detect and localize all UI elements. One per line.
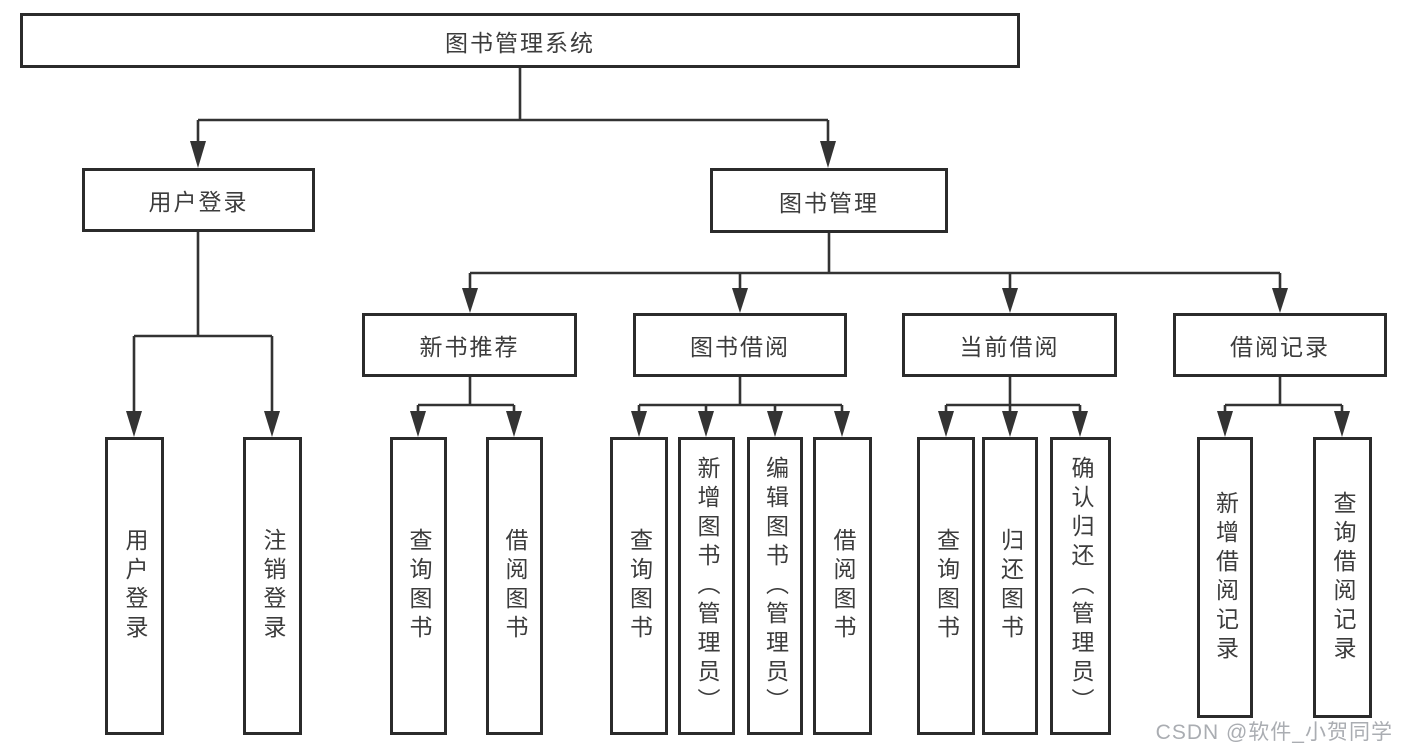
arrowhead <box>410 411 426 437</box>
node-user-login: 用户登录 <box>82 168 315 232</box>
node-label: 查询借阅记录 <box>1330 490 1356 665</box>
node-label: 查询图书 <box>406 528 432 644</box>
arrowhead <box>1334 411 1350 437</box>
node-borrowing-add-books-admin: 新增图书（管理员） <box>678 437 735 735</box>
arrowhead <box>938 411 954 437</box>
node-label: 借阅图书 <box>502 528 528 644</box>
node-label: 图书管理 <box>779 189 879 216</box>
connector-records-split <box>1225 377 1342 407</box>
node-new-book-recommendation: 新书推荐 <box>362 313 577 377</box>
node-label: 新增图书（管理员） <box>694 455 720 717</box>
node-current-query-books: 查询图书 <box>917 437 975 735</box>
node-label: 借阅记录 <box>1230 334 1330 360</box>
node-current-borrowing: 当前借阅 <box>902 313 1117 377</box>
arrowhead <box>1002 288 1018 313</box>
node-borrowing-records: 借阅记录 <box>1173 313 1387 377</box>
node-records-add-record: 新增借阅记录 <box>1197 437 1253 718</box>
node-label: 查询图书 <box>933 528 960 644</box>
csdn-watermark: CSDN @软件_小贺同学 <box>1155 721 1393 744</box>
arrowhead <box>1002 411 1018 437</box>
node-label: 图书借阅 <box>690 334 790 360</box>
node-library-management-system: 图书管理系统 <box>20 13 1020 68</box>
node-current-confirm-return-admin: 确认归还（管理员） <box>1050 437 1111 735</box>
arrowhead <box>834 411 850 437</box>
arrowhead <box>126 411 142 437</box>
node-logout: 注销登录 <box>243 437 302 735</box>
connector-bookmgmt-split <box>470 233 1280 275</box>
node-label: 当前借阅 <box>959 334 1060 360</box>
arrowhead <box>190 141 206 168</box>
connector-current-split <box>946 377 1080 407</box>
node-label: 图书管理系统 <box>445 29 595 56</box>
node-label: 用户登录 <box>148 189 249 215</box>
arrowhead <box>732 288 748 313</box>
node-borrowing-query-books: 查询图书 <box>610 437 668 735</box>
node-label: 新书推荐 <box>419 334 520 360</box>
arrowhead <box>820 141 836 168</box>
node-label: 用户登录 <box>122 528 148 644</box>
node-book-borrowing: 图书借阅 <box>633 313 847 377</box>
connector-recommend-split <box>418 377 514 407</box>
arrowhead <box>698 411 714 437</box>
node-label: 注销登录 <box>260 528 286 644</box>
arrowhead <box>506 411 522 437</box>
connector-borrow-split <box>639 377 842 407</box>
node-label: 新增借阅记录 <box>1212 490 1239 665</box>
arrowhead <box>1072 411 1088 437</box>
arrowhead <box>1217 411 1233 437</box>
node-recommend-borrow-books: 借阅图书 <box>486 437 543 735</box>
arrowhead <box>462 288 478 313</box>
node-label: 确认归还（管理员） <box>1068 455 1094 717</box>
connector-userlogin-split <box>134 232 272 338</box>
node-label: 查询图书 <box>626 528 653 644</box>
node-recommend-query-books: 查询图书 <box>390 437 447 735</box>
node-borrowing-borrow-books: 借阅图书 <box>813 437 872 735</box>
arrowhead <box>631 411 647 437</box>
node-label: 借阅图书 <box>830 528 856 644</box>
node-records-query-record: 查询借阅记录 <box>1313 437 1372 718</box>
connector-root-split <box>198 68 828 122</box>
node-user-login-action: 用户登录 <box>105 437 164 735</box>
arrowhead <box>767 411 783 437</box>
node-current-return-books: 归还图书 <box>982 437 1038 735</box>
node-label: 归还图书 <box>997 528 1024 644</box>
node-borrowing-edit-books-admin: 编辑图书（管理员） <box>747 437 803 735</box>
arrowhead <box>264 411 280 437</box>
node-label: 编辑图书（管理员） <box>762 455 789 717</box>
node-book-management: 图书管理 <box>710 168 948 233</box>
arrowhead <box>1272 288 1288 313</box>
